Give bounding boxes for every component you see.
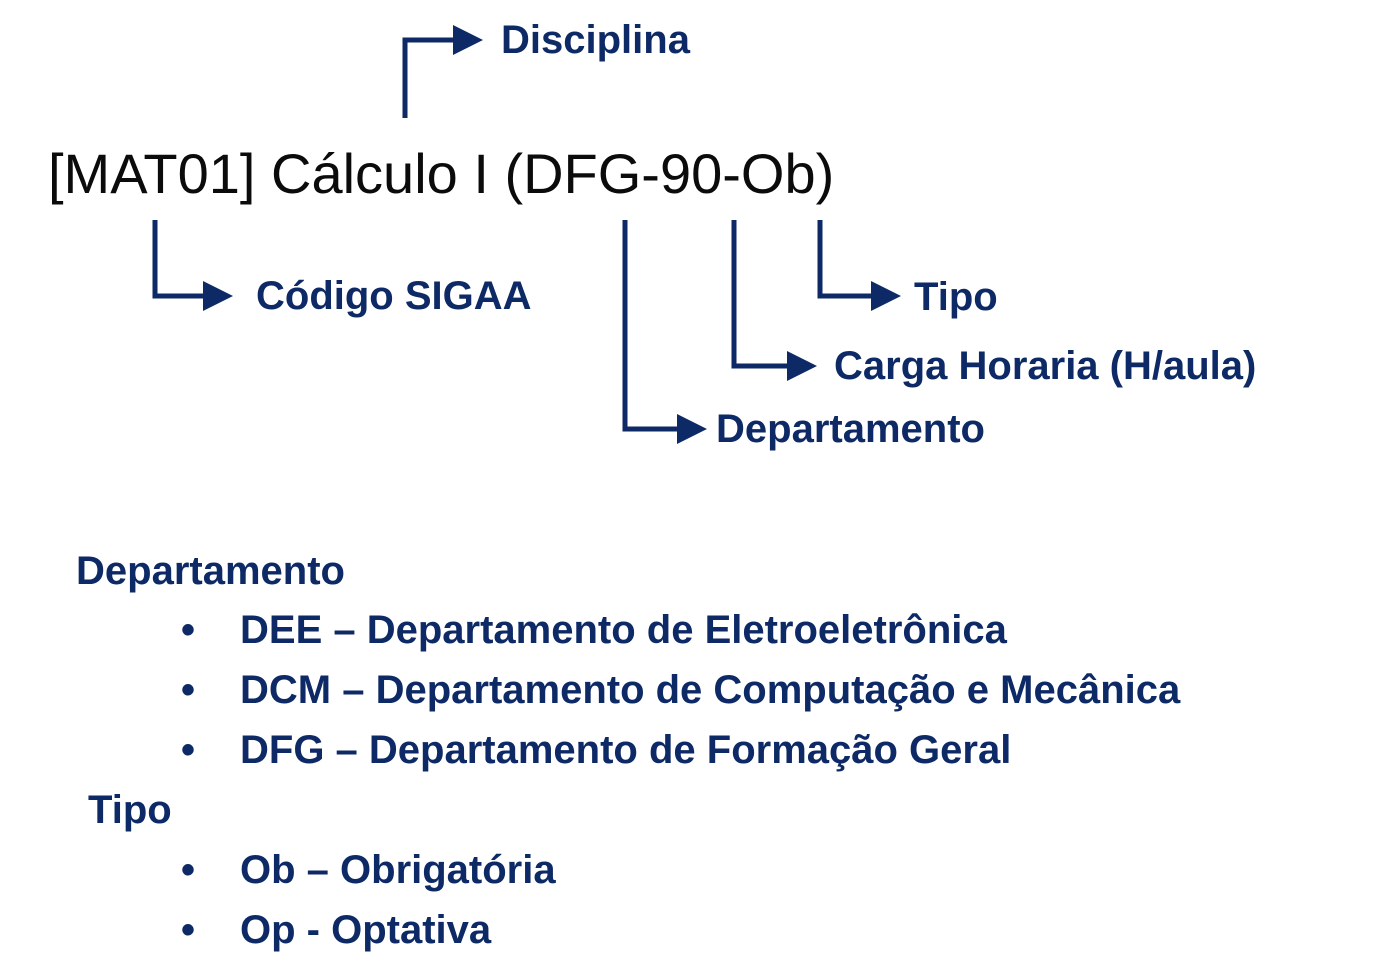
bullet-icon: • (180, 848, 195, 892)
label-departamento: Departamento (716, 407, 985, 451)
arrow-departamento (622, 220, 707, 444)
bullet-icon: • (180, 608, 195, 652)
arrow-carga-horaria (731, 220, 817, 381)
course-code-line: [MAT01] Cálculo I (DFG-90-Ob) (48, 142, 835, 205)
arrow-codigo-sigaa (152, 220, 233, 311)
bullet-icon: • (180, 908, 195, 952)
label-carga-horaria: Carga Horaria (H/aula) (834, 344, 1257, 388)
list-item-text: DCM – Departamento de Computação e Mecân… (240, 668, 1181, 712)
label-tipo: Tipo (914, 275, 998, 319)
label-codigo-sigaa: Código SIGAA (256, 274, 532, 318)
arrow-tipo (817, 220, 901, 311)
list-item-text: DEE – Departamento de Eletroeletrônica (240, 608, 1007, 652)
list-item-text: Ob – Obrigatória (240, 848, 556, 892)
bullet-icon: • (180, 668, 195, 712)
section-title-departamento: Departamento (76, 549, 345, 593)
list-item-text: Op - Optativa (240, 908, 492, 952)
arrow-disciplina (402, 25, 483, 118)
section-title-tipo: Tipo (88, 788, 172, 832)
list-item-text: DFG – Departamento de Formação Geral (240, 728, 1012, 772)
bullet-icon: • (180, 728, 195, 772)
label-disciplina: Disciplina (501, 18, 690, 62)
